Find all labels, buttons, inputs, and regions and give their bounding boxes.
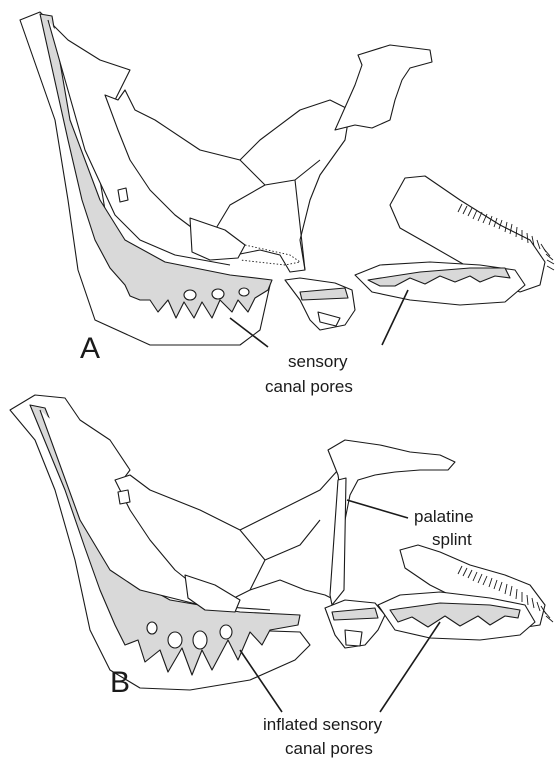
- palatine-splint-leader: [347, 500, 408, 518]
- panel-a-leader-right: [382, 290, 408, 345]
- panel-b-label-line2: canal pores: [285, 739, 373, 758]
- panel-b-leader-right: [380, 622, 440, 712]
- panel-a-drawing: [20, 12, 554, 347]
- panel-a-letter: A: [80, 332, 100, 365]
- panel-a-label-line1: sensory: [288, 352, 348, 371]
- panel-a-palatine-head: [335, 45, 432, 130]
- panel-b-label-line1: inflated sensory: [263, 715, 383, 734]
- panel-b-letter: B: [110, 666, 130, 699]
- palatine-label-line2: splint: [432, 530, 472, 549]
- palatine-label-line1: palatine: [414, 507, 474, 526]
- panel-a-label-line2: canal pores: [265, 377, 353, 396]
- panel-b-drawing: [10, 395, 553, 712]
